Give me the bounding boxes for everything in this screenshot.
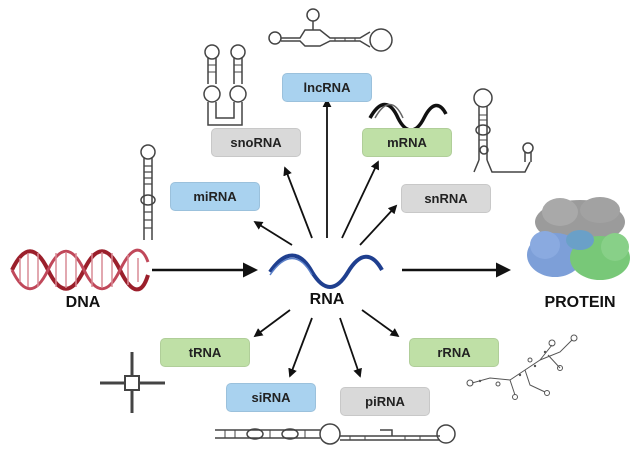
rna-type-arrows bbox=[253, 98, 400, 378]
sirna-structure-icon bbox=[215, 423, 341, 445]
mrna-wave-icon bbox=[368, 102, 448, 132]
dna-label: DNA bbox=[65, 294, 101, 311]
snorna-structure-icon bbox=[203, 44, 247, 126]
rna-label: RNA bbox=[309, 291, 345, 308]
protein-icon bbox=[527, 197, 630, 280]
trna-structure-icon bbox=[100, 352, 165, 413]
pirna-box: piRNA bbox=[340, 387, 430, 416]
trna-box: tRNA bbox=[160, 338, 250, 367]
sirna-box: siRNA bbox=[226, 383, 316, 412]
mrna-box: mRNA bbox=[362, 128, 452, 157]
rna-helix-icon bbox=[268, 253, 384, 289]
protein-label: PROTEIN bbox=[544, 294, 616, 311]
mirna-structure-icon bbox=[140, 144, 156, 240]
lncrna-box: lncRNA bbox=[282, 73, 372, 102]
dna-helix-icon bbox=[10, 248, 150, 292]
rrna-box: rRNA bbox=[409, 338, 499, 367]
mirna-box: miRNA bbox=[170, 182, 260, 211]
snrna-structure-icon bbox=[473, 88, 534, 173]
rrna-structure-icon bbox=[466, 334, 578, 400]
pirna-structure-icon bbox=[340, 424, 456, 444]
snorna-box: snoRNA bbox=[211, 128, 301, 157]
snrna-box: snRNA bbox=[401, 184, 491, 213]
lncrna-structure-icon bbox=[268, 8, 393, 52]
